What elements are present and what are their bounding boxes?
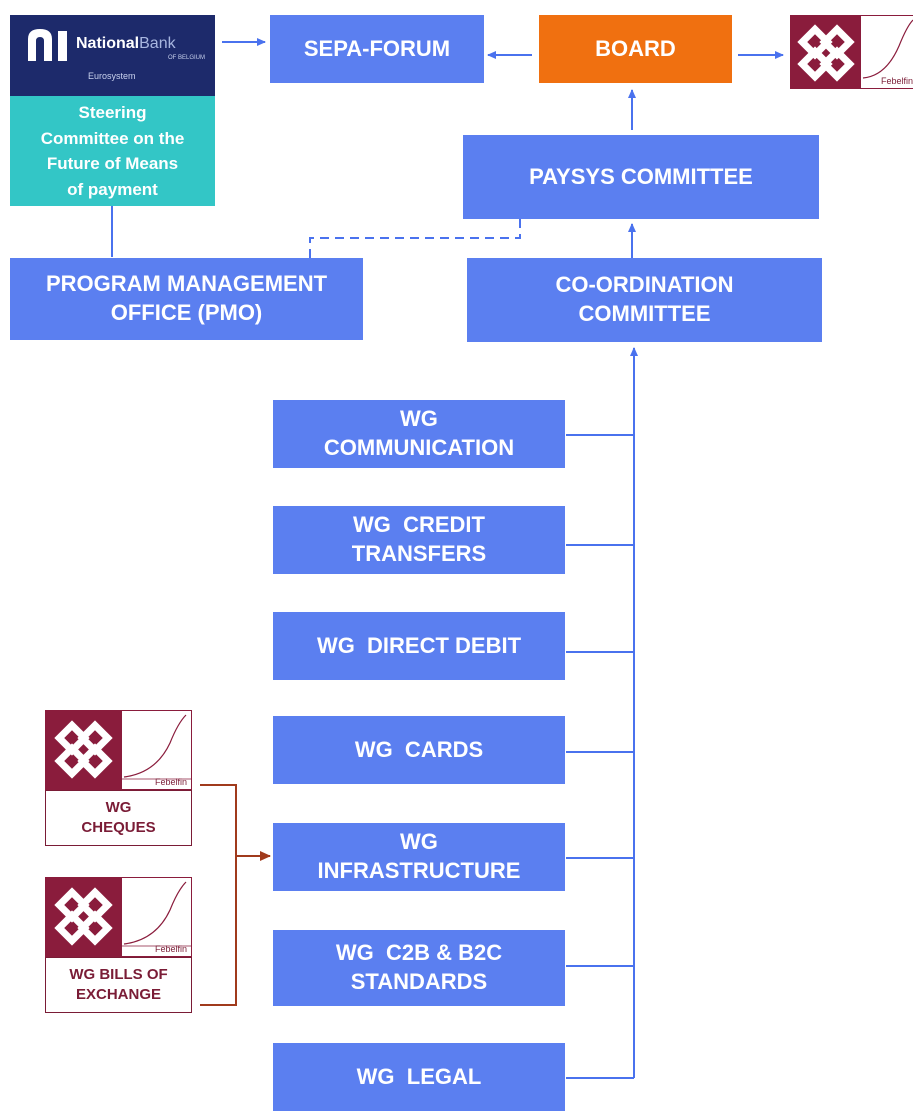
wg-credit-transfers-box: WG CREDIT TRANSFERS (273, 506, 565, 574)
nbb-brand-bold: National (76, 35, 140, 52)
febelfin-swoosh-icon (122, 714, 191, 780)
bracket-febelfin-wgs (200, 784, 237, 1006)
steering-line1: Steering (78, 103, 147, 122)
nbb-wordmark: NationalBank (76, 35, 176, 53)
coordination-committee-box: CO-ORDINATION COMMITTEE (467, 258, 822, 342)
paysys-committee-box: PAYSYS COMMITTEE (463, 135, 819, 219)
paysys-label: PAYSYS COMMITTEE (529, 163, 753, 189)
febelfin-swoosh-icon (122, 881, 191, 947)
febelfin-emblem-icon (54, 887, 113, 946)
steering-line3: Future of Means (46, 154, 179, 173)
wg-bills-line1: WG BILLS OF (69, 965, 168, 983)
dashed-pmo-paysys (309, 218, 521, 258)
febelfin-logo-top: Febelfin (790, 15, 913, 89)
wg-bills-of-exchange-box: WG BILLS OF EXCHANGE (45, 957, 192, 1013)
febelfin-name-bills: Febelfin (154, 944, 187, 954)
wg-direct-debit-label: WG DIRECT DEBIT (316, 632, 522, 658)
wg-legal-box: WG LEGAL (273, 1043, 565, 1111)
wg-credit-line1: WG CREDIT (352, 512, 485, 538)
nbb-brand-light: Bank (139, 35, 176, 52)
pmo-line2: OFFICE (PMO) (110, 300, 263, 325)
pmo-box: PROGRAM MANAGEMENT OFFICE (PMO) (10, 258, 363, 340)
coord-line1: CO-ORDINATION (555, 272, 734, 298)
board-label: BOARD (595, 35, 676, 61)
wg-cheques-line2: CHEQUES (81, 819, 156, 836)
febelfin-name-top: Febelfin (880, 76, 913, 86)
wg-bills-line2: EXCHANGE (75, 986, 161, 1003)
febelfin-logo-bills: Febelfin (45, 877, 192, 957)
nbb-emblem-icon (28, 29, 67, 61)
wg-credit-line2: TRANSFERS (351, 541, 487, 566)
febelfin-name-cheques: Febelfin (154, 777, 187, 787)
febelfin-emblem-icon (54, 720, 113, 779)
steering-line2: Committee on the (40, 128, 185, 148)
wg-communication-line2: COMMUNICATION (323, 435, 515, 460)
nbb-eurosystem: Eurosystem (88, 71, 136, 81)
wg-cards-label: WG CARDS (354, 736, 484, 762)
wg-communication-box: WG COMMUNICATION (273, 400, 565, 468)
national-bank-logo: NationalBank OF BELGIUM Eurosystem (10, 15, 215, 96)
febelfin-swoosh-icon (862, 19, 913, 79)
wg-c2b-line2: STANDARDS (350, 969, 488, 994)
pmo-line1: PROGRAM MANAGEMENT (45, 271, 328, 297)
wg-cheques-line1: WG (105, 798, 132, 816)
wg-infra-line1: WG (400, 829, 438, 855)
febelfin-logo-cheques: Febelfin (45, 710, 192, 790)
steering-committee-box: Steering Committee on the Future of Mean… (10, 96, 215, 206)
steering-line4: of payment (67, 179, 158, 199)
sepa-forum-label: SEPA-FORUM (303, 35, 451, 61)
wg-c2b-line1: WG C2B & B2C (335, 940, 503, 966)
board-box: BOARD (539, 15, 732, 83)
coord-line2: COMMITTEE (578, 301, 711, 326)
wg-cards-box: WG CARDS (273, 716, 565, 784)
wg-legal-label: WG LEGAL (356, 1063, 482, 1089)
wg-infra-line2: INFRASTRUCTURE (317, 858, 521, 883)
nbb-of-belgium: OF BELGIUM (167, 55, 205, 61)
wg-infrastructure-box: WG INFRASTRUCTURE (273, 823, 565, 891)
febelfin-emblem-icon (797, 24, 855, 82)
wg-communication-line1: WG (400, 406, 438, 432)
wg-c2b-b2c-box: WG C2B & B2C STANDARDS (273, 930, 565, 1006)
wg-direct-debit-box: WG DIRECT DEBIT (273, 612, 565, 680)
sepa-forum-box: SEPA-FORUM (270, 15, 484, 83)
wg-cheques-box: WG CHEQUES (45, 790, 192, 846)
